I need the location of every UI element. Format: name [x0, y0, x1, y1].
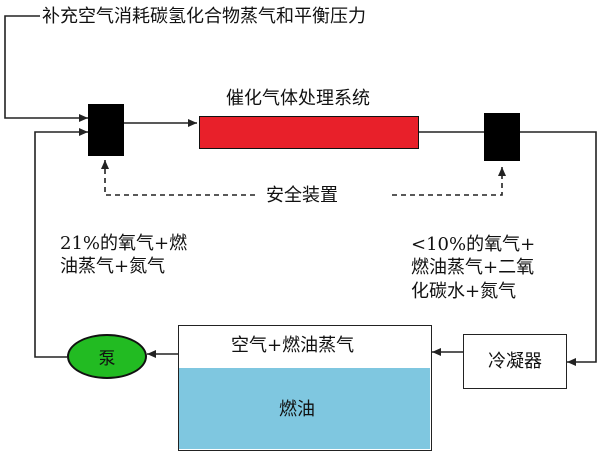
- fuel-liquid: [179, 368, 430, 449]
- pump-return-line: [34, 128, 88, 358]
- pump-label: 泵: [98, 349, 116, 369]
- outlet-gas-line-2: 燃油蒸气+二氧: [411, 257, 535, 279]
- inlet-gas-composition: 21%的氧气+燃 油蒸气+氮气: [60, 232, 187, 279]
- outlet-valve: [484, 113, 520, 161]
- outlet-gas-line-1: <10%的氧气+: [411, 234, 536, 255]
- safety-line-left: [101, 160, 255, 196]
- catalytic-system-label: 催化气体处理系统: [226, 88, 370, 109]
- inlet-valve: [88, 104, 124, 156]
- valve-to-condenser-line: [520, 131, 597, 366]
- inlet-gas-line-2: 油蒸气+氮气: [60, 256, 166, 278]
- tank-fuel-label: 燃油: [279, 399, 315, 420]
- safety-device-label: 安全装置: [266, 185, 338, 206]
- inlet-gas-line-1: 21%的氧气+燃: [60, 233, 188, 254]
- outlet-gas-composition: <10%的氧气+ 燃油蒸气+二氧 化碳水+氮气: [411, 233, 535, 303]
- fuel-tank: 空气+燃油蒸气 燃油: [178, 325, 432, 451]
- condenser-label: 冷凝器: [488, 350, 542, 372]
- tank-vapor-label: 空气+燃油蒸气: [231, 335, 355, 356]
- catalytic-reactor: [199, 116, 419, 149]
- condenser: 冷凝器: [463, 334, 567, 389]
- supply-label: 补充空气消耗碳氢化合物蒸气和平衡压力: [42, 6, 366, 27]
- pump: 泵: [67, 334, 147, 379]
- safety-line-right: [392, 167, 506, 196]
- outlet-gas-line-3: 化碳水+氮气: [411, 280, 517, 302]
- supply-line: [4, 15, 88, 122]
